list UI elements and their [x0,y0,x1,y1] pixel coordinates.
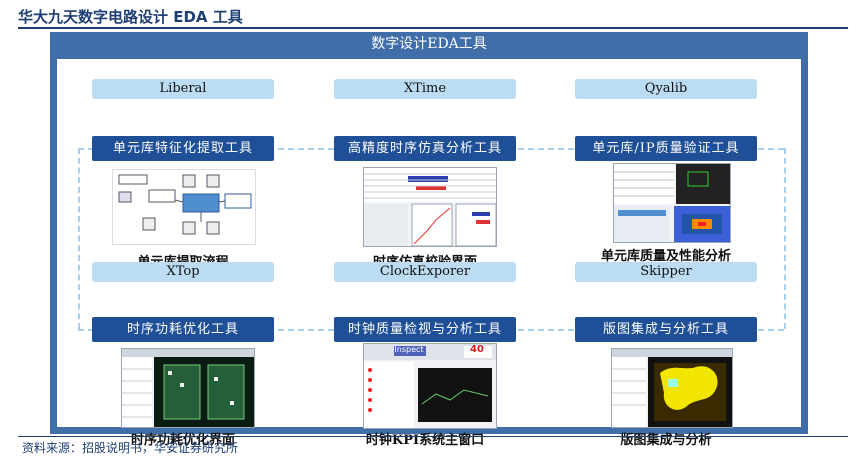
tool-function-liberal: 单元库特征化提取工具 [92,136,274,161]
tool-name-xtop: XTop [92,262,274,282]
tool-function-xtime: 高精度时序仿真分析工具 [334,136,516,161]
tool-function-xtop: 时序功耗优化工具 [92,317,274,342]
title-rule [18,27,848,29]
tool-name-liberal: Liberal [92,79,274,99]
tool-name-qyalib: Qyalib [575,79,757,99]
caption-qyalib: 单元库质量及性能分析 [600,249,731,264]
tool-name-clockexporer: ClockExporer [334,262,516,282]
tool-function-clockexporer: 时钟质量检视与分析工具 [334,317,516,342]
diagram-frame: 数字设计EDA工具 Liberal 单元库特征化提取工具 [50,32,808,448]
qyalib-screenshot [613,163,731,243]
connector-right [784,148,786,329]
tool-function-skipper: 版图集成与分析工具 [575,317,757,342]
clock-panel-title: Inspect [394,345,424,354]
tool-name-xtime: XTime [334,79,516,99]
clock-panel-badge: 40 [470,344,484,355]
source-note: 资料来源：招股说明书，华安证券研究所 [22,441,239,455]
bottom-rule [18,436,848,437]
xtime-screenshot [363,167,497,247]
tool-name-skipper: Skipper [575,262,757,282]
caption-skipper: 版图集成与分析 [620,433,712,448]
skipper-screenshot [611,348,733,428]
tool-function-qyalib: 单元库/IP质量验证工具 [575,136,757,161]
diagram-body: Liberal 单元库特征化提取工具 单元库提取流程 XTime 高精度时序仿真… [57,59,801,448]
connector-left [78,148,80,329]
diagram-banner: 数字设计EDA工具 [371,36,487,52]
xtop-screenshot [121,348,255,428]
clockexporer-screenshot [363,343,497,429]
liberal-flow-thumbnail [112,169,256,245]
page-title: 华大九天数字电路设计 EDA 工具 [18,8,243,26]
caption-clockexporer: 时钟KPI系统主窗口 [365,433,485,448]
